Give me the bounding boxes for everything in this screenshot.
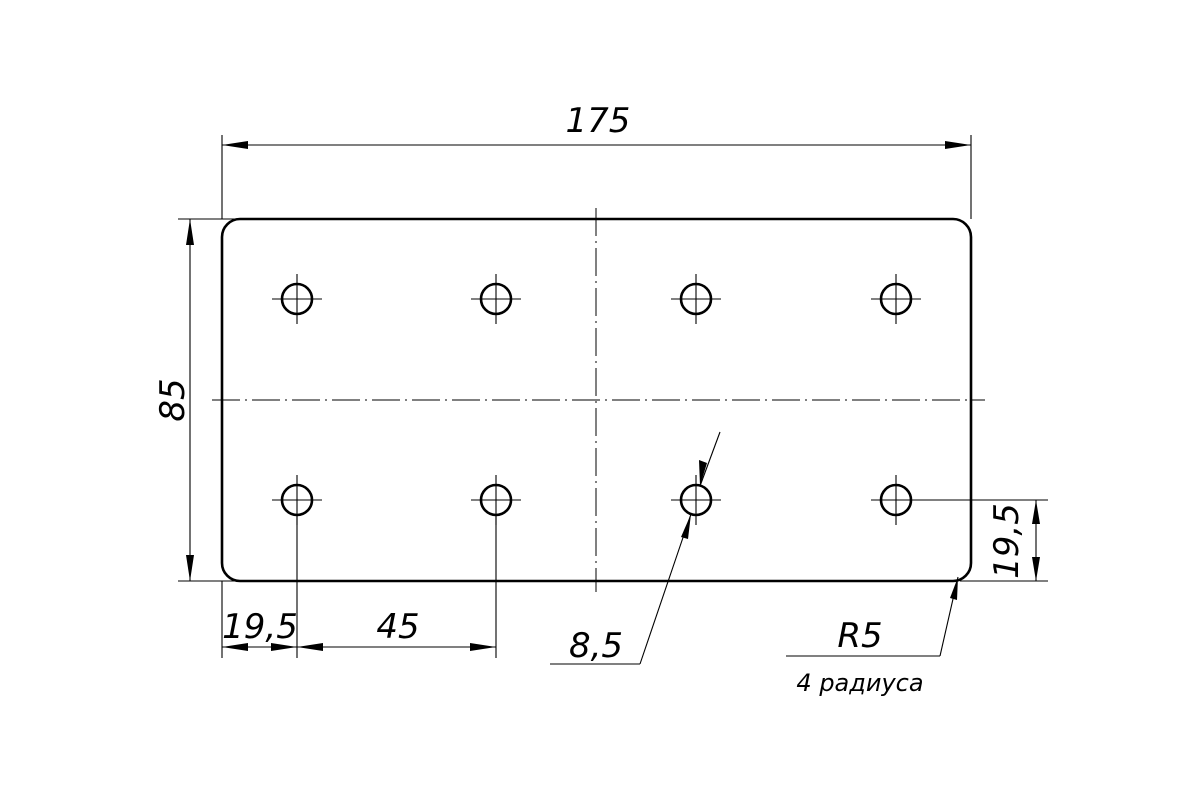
hole-diameter-label: 8,5 — [569, 626, 623, 666]
dimension-overall-height: 85 — [153, 218, 236, 582]
hole — [871, 274, 921, 324]
dimension-overall-width: 175 — [221, 101, 972, 219]
hole — [471, 274, 521, 324]
edge-offset-bottom-label: 19,5 — [987, 503, 1027, 579]
overall-width-label: 175 — [566, 101, 631, 141]
hole-spacing-label: 45 — [376, 607, 419, 647]
corner-radius-label: R5 — [837, 616, 882, 656]
hole — [671, 274, 721, 324]
dimension-bottom-offset: 19,5 — [911, 499, 1048, 582]
corner-radius-note: 4 радиуса — [796, 669, 923, 697]
overall-height-label: 85 — [153, 378, 193, 421]
dimension-bottom-horizontal: 19,5 45 — [221, 515, 497, 658]
dimension-hole-diameter: 8,5 — [550, 431, 721, 666]
edge-offset-left-label: 19,5 — [222, 607, 298, 647]
hole — [671, 475, 721, 525]
hole — [272, 274, 322, 324]
dimension-corner-radius: R5 4 радиуса — [786, 576, 959, 697]
